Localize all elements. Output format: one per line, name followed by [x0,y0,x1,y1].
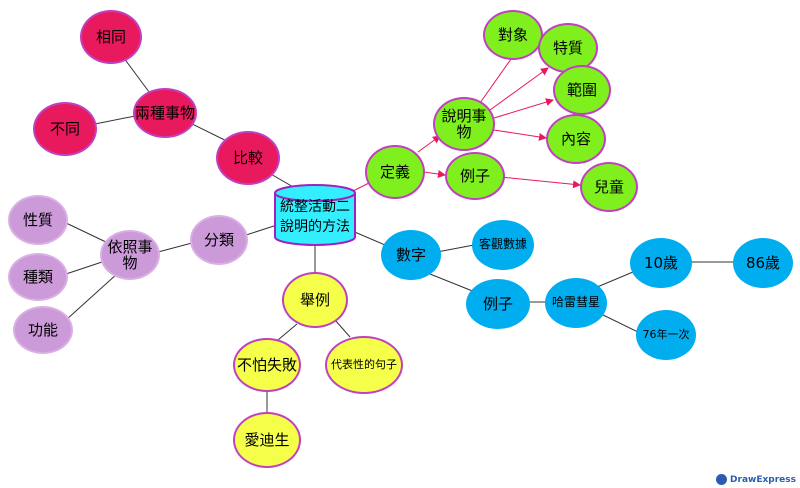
node-age86[interactable]: 86歲 [733,238,793,288]
link-bything-function [65,272,119,321]
node-halley[interactable]: 哈雷彗星 [545,278,607,328]
link-explain-object [479,51,517,104]
node-age10[interactable]: 10歲 [630,238,692,288]
brand-text: DrawExpress [730,474,796,485]
node-trait[interactable]: 特質 [538,23,598,73]
link-bything-nature [63,221,109,244]
node-two-things[interactable]: 兩種事物 [133,88,197,138]
node-nature[interactable]: 性質 [8,195,68,245]
node-examples[interactable]: 舉例 [282,272,348,328]
link-define-example [423,170,446,178]
link-explain-scope [493,98,554,119]
drawexpress-logo-icon [716,474,728,485]
node-scope[interactable]: 範圍 [553,65,611,115]
node-object[interactable]: 對象 [483,10,543,60]
node-not-afraid[interactable]: 不怕失敗 [233,338,301,392]
node-same[interactable]: 相同 [80,10,142,64]
link-explain-content [493,129,547,141]
link-bything-kind [65,261,103,275]
node-explain-thing[interactable]: 說明事物 [433,97,495,151]
link-example-children [499,176,581,189]
node-example-green[interactable]: 例子 [445,152,505,200]
node-every76[interactable]: 76年一次 [636,310,696,360]
drawexpress-watermark: DrawExpress [716,474,796,485]
node-kind[interactable]: 種類 [8,253,68,301]
center-topic-label: 統整活動二 說明的方法 [280,199,350,235]
link-numbers-objective [436,244,475,253]
node-example-blue[interactable]: 例子 [466,279,530,329]
link-halley-every76 [596,311,641,334]
link-numbers-example [424,271,476,293]
center-cylinder-shape [274,184,356,246]
link-center-classify [245,224,278,236]
link-classify-bything [157,242,193,253]
link-examples-representative [334,319,351,338]
center-topic-node[interactable]: 統整活動二 說明的方法 [273,183,357,247]
link-twothings-different [89,114,141,126]
node-objective-data[interactable]: 客觀數據 [472,220,534,270]
node-different[interactable]: 不同 [33,102,97,156]
node-children[interactable]: 兒童 [580,162,638,212]
node-content[interactable]: 內容 [546,114,606,164]
node-function[interactable]: 功能 [13,306,73,354]
node-representative[interactable]: 代表性的句子 [325,336,403,394]
node-compare[interactable]: 比較 [216,131,280,185]
node-define[interactable]: 定義 [365,145,425,199]
node-numbers[interactable]: 數字 [381,230,441,280]
node-edison[interactable]: 愛迪生 [233,412,301,468]
node-classify[interactable]: 分類 [190,215,248,265]
node-by-thing[interactable]: 依照事物 [100,230,160,280]
link-explain-trait [489,67,549,111]
